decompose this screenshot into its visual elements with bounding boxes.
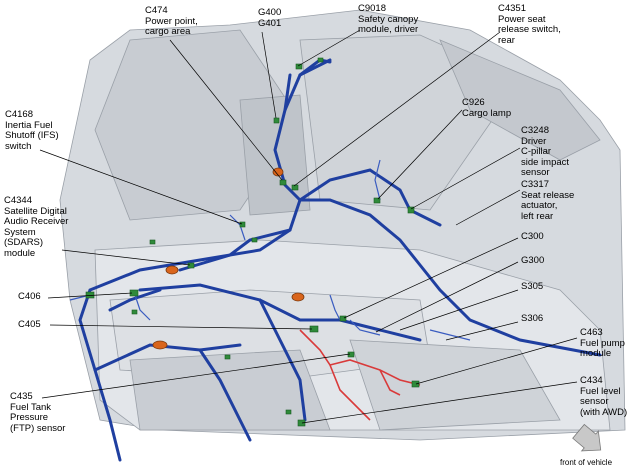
connector-c9018 <box>295 63 303 70</box>
label-line: C405 <box>18 319 41 330</box>
label-line: Power point, <box>145 15 198 27</box>
label-line: C3248 <box>521 125 549 136</box>
label-c406: C406 <box>18 291 41 303</box>
connector-c4168 <box>239 221 246 228</box>
label-line: C463 <box>580 327 603 338</box>
label-line: Safety canopy <box>358 13 419 25</box>
label-line: Satellite Digital <box>4 205 67 217</box>
label-line: C3317 <box>521 179 549 190</box>
label-line: S306 <box>521 313 544 324</box>
label-line: Cargo lamp <box>462 107 512 119</box>
connector-c3248 <box>407 206 415 214</box>
label-line: C474 <box>145 5 168 16</box>
label-line: C435 <box>10 391 33 402</box>
label-line: Pressure <box>10 412 49 423</box>
label-line: left rear <box>521 210 554 222</box>
label-line: S305 <box>521 281 544 292</box>
label-line: Fuel pump <box>580 337 625 349</box>
label-line: Inertia Fuel <box>5 119 53 131</box>
label-g300: G300 <box>521 255 545 267</box>
label-s306: S306 <box>521 313 544 325</box>
label-line: switch <box>5 140 32 152</box>
label-line: Shutoff (IFS) <box>5 130 59 141</box>
label-line: Audio Receiver <box>4 216 69 227</box>
label-s305: S305 <box>521 281 544 293</box>
label-line: C926 <box>462 97 485 108</box>
label-c405: C405 <box>18 319 41 331</box>
connector-g400 <box>273 117 280 124</box>
label-line: C300 <box>521 231 544 242</box>
label-line: actuator, <box>521 200 558 211</box>
connector-c300 <box>339 315 347 322</box>
label-line: G401 <box>258 17 282 29</box>
label-line: C4168 <box>5 109 33 120</box>
label-line: Fuel Tank <box>10 401 52 413</box>
label-line: C4344 <box>4 195 32 206</box>
label-c300: C300 <box>521 231 544 243</box>
leader-lines <box>39 29 578 424</box>
connector-c4344 <box>187 262 195 269</box>
front-of-vehicle-arrow-icon <box>572 423 602 452</box>
grommet-3 <box>152 340 168 350</box>
label-line: G300 <box>521 255 545 266</box>
connector-c474 <box>279 179 287 186</box>
label-line: C4351 <box>498 3 526 14</box>
label-line: C9018 <box>358 3 386 14</box>
label-line: Power seat <box>498 13 546 25</box>
label-line: G400 <box>258 7 282 18</box>
main-harness <box>78 58 602 462</box>
label-line: module <box>4 247 36 259</box>
label-line: (FTP) sensor <box>10 422 66 434</box>
label-line: cargo area <box>145 26 191 37</box>
label-line: System <box>4 226 36 238</box>
fuel-harness <box>299 329 421 421</box>
label-line: release switch, <box>498 24 561 35</box>
grommet-4 <box>272 167 284 177</box>
label-line: (SDARS) <box>4 237 44 248</box>
label-line: sensor <box>521 167 550 178</box>
label-line: module <box>580 348 612 359</box>
label-line: side impact <box>521 156 570 168</box>
label-line: C406 <box>18 291 41 302</box>
label-line: C434 <box>580 375 603 386</box>
connectors <box>85 57 420 427</box>
grommets <box>152 167 305 350</box>
label-line: C-pillar <box>521 146 552 157</box>
connector-c4351 <box>291 184 299 191</box>
label-line: Driver <box>521 135 547 147</box>
label-line: (with AWD) <box>580 406 628 418</box>
front-of-vehicle-label: front of vehicle <box>560 458 613 467</box>
label-line: sensor <box>580 396 609 407</box>
label-line: Seat release <box>521 189 575 201</box>
connector-c463 <box>411 380 420 388</box>
label-line: Fuel level <box>580 385 621 397</box>
label-line: module, driver <box>358 24 419 35</box>
grommet-1 <box>165 265 179 275</box>
grommet-2 <box>291 292 305 302</box>
label-line: rear <box>498 34 515 46</box>
connector-c434 <box>297 419 306 427</box>
connector-c926 <box>373 197 381 204</box>
vehicle-body <box>59 9 626 441</box>
